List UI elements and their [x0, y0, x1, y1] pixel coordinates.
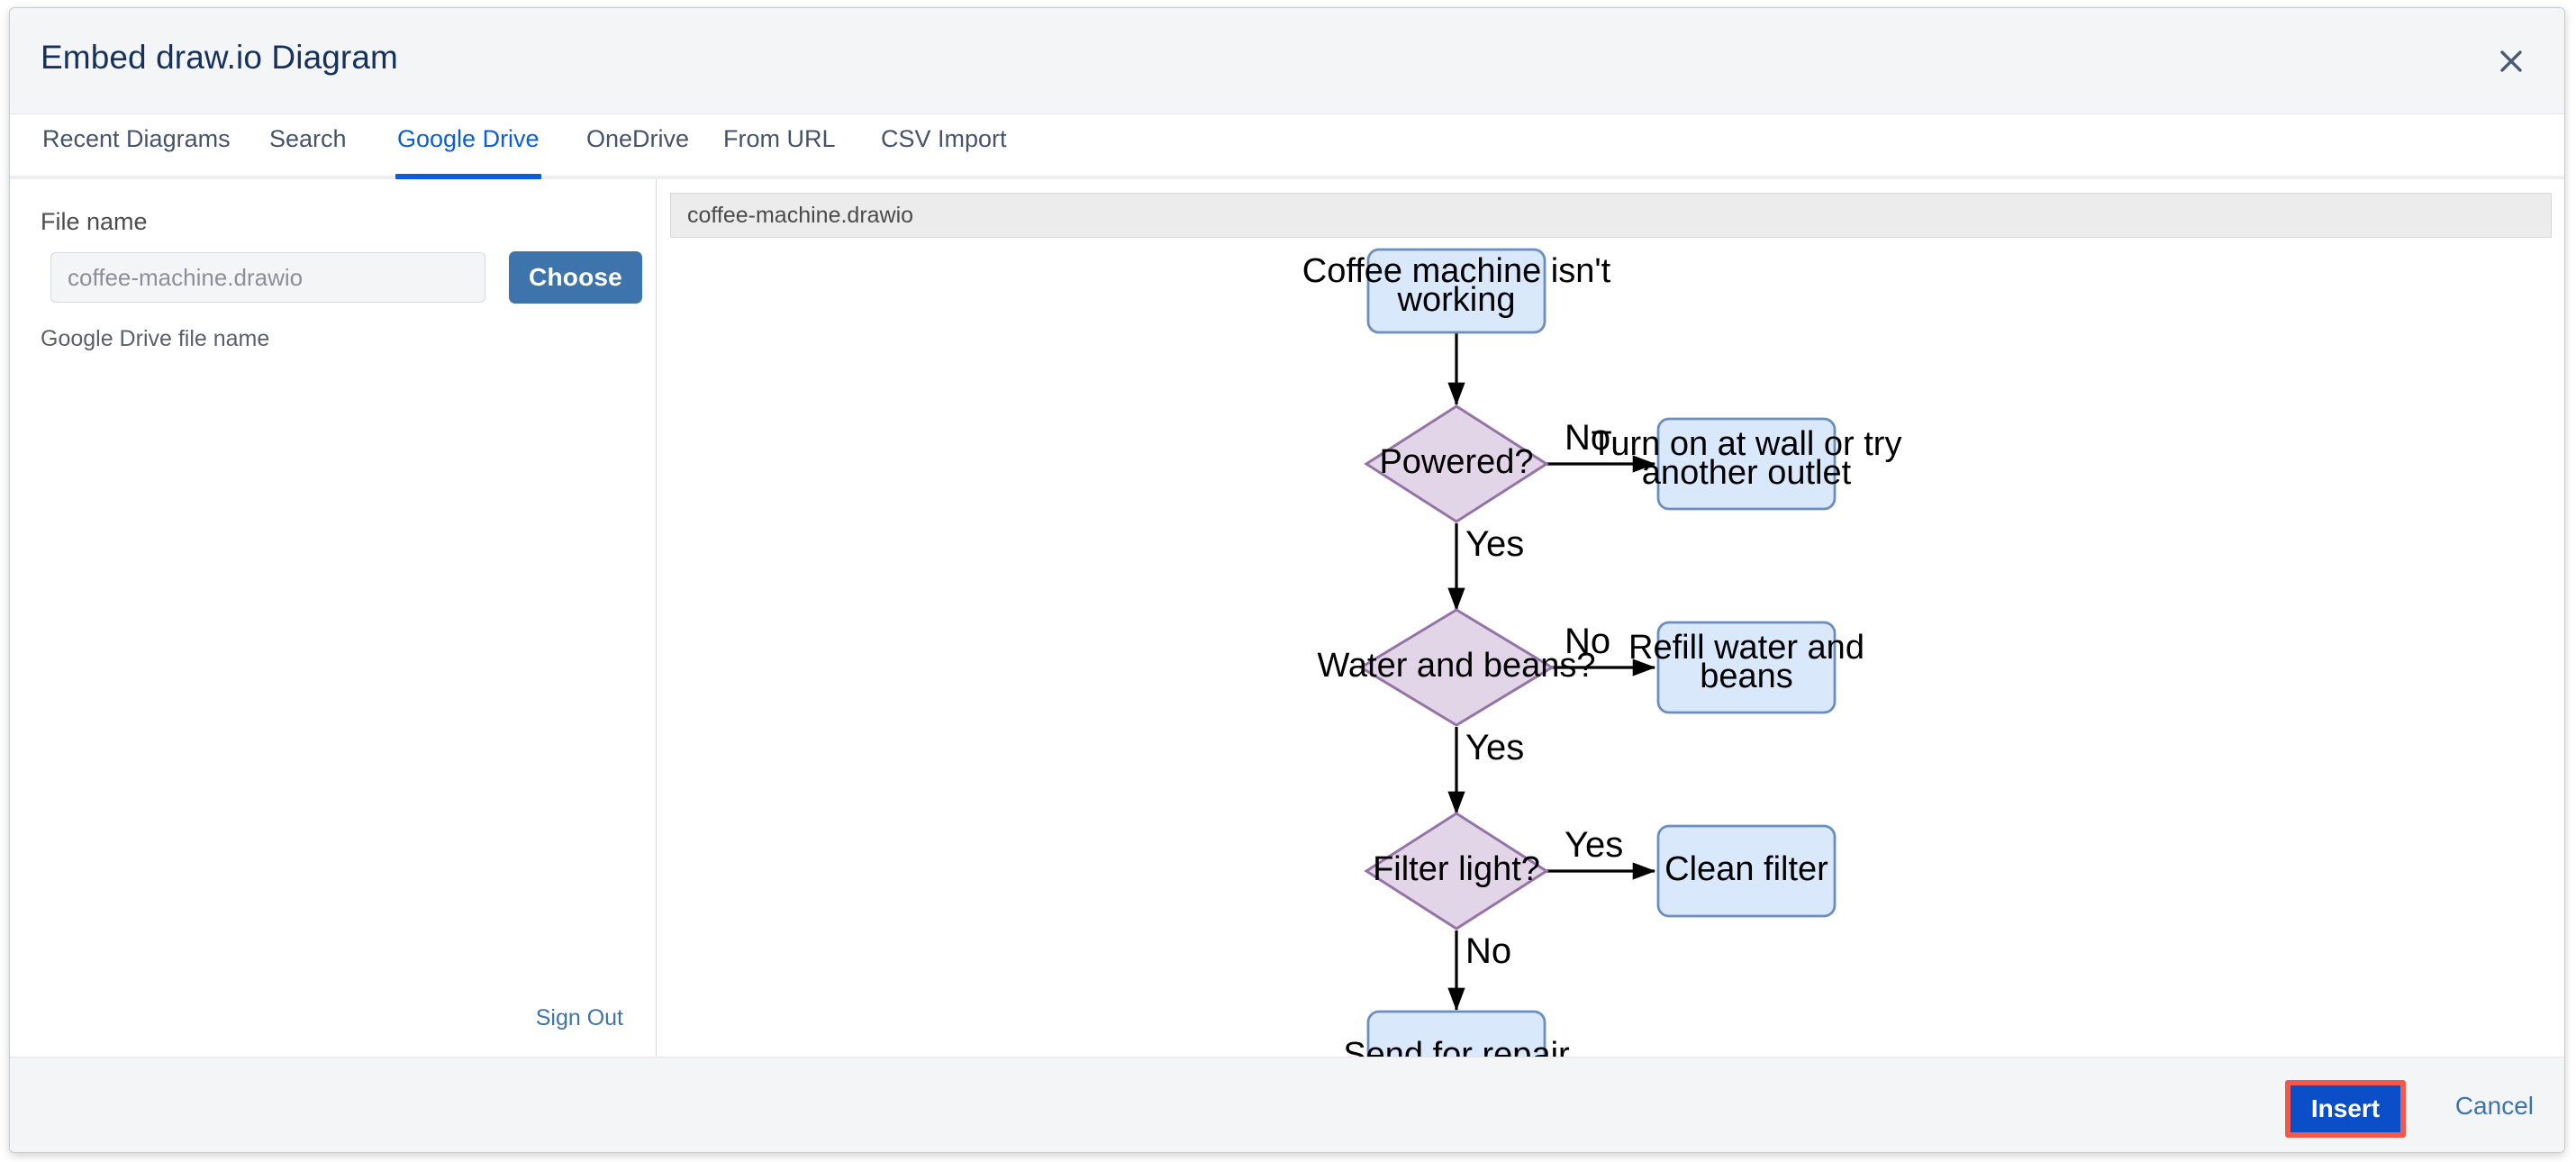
node-start-line-1: Coffee machine isn't [1302, 252, 1611, 290]
tab-from-url[interactable]: From URL [723, 125, 836, 152]
node-refill-line-1: Refill water and [1628, 629, 1864, 667]
file-name-hint: Google Drive file name [41, 326, 270, 351]
node-filter-light[interactable]: Filter light? [1364, 812, 1549, 931]
edge-powered-to-water: Yes [1447, 523, 1524, 612]
tab-google-drive[interactable]: Google Drive [395, 125, 541, 179]
cancel-link[interactable]: Cancel [2454, 1092, 2534, 1120]
insert-button-highlight: Insert [2285, 1080, 2406, 1138]
node-refill-line-2: beans [1700, 658, 1793, 695]
close-icon [2498, 48, 2525, 75]
insert-button[interactable]: Insert [2290, 1085, 2400, 1132]
dialog-title: Embed draw.io Diagram [41, 39, 398, 76]
edge-label-no-3: No [1465, 931, 1511, 971]
edge-water-to-filter: Yes [1447, 727, 1524, 815]
file-name-input[interactable] [50, 252, 485, 303]
node-powered[interactable]: Powered? [1364, 404, 1549, 523]
sign-out-link[interactable]: Sign Out [535, 1005, 623, 1030]
node-power-fix-line-2: another outlet [1642, 454, 1852, 492]
node-repair-label: Send for repair [1343, 1036, 1570, 1057]
node-powered-label: Powered? [1379, 443, 1533, 481]
dialog-footer: Insert Cancel [10, 1057, 2564, 1152]
edge-powered-to-power-fix: No [1547, 418, 1656, 473]
tab-csv-import[interactable]: CSV Import [881, 125, 1007, 152]
node-power-fix[interactable]: Turn on at wall or try another outlet [1592, 417, 1902, 511]
tab-search[interactable]: Search [269, 125, 347, 152]
left-panel: File name Choose Google Drive file name … [10, 179, 657, 1057]
node-power-fix-line-1: Turn on at wall or try [1592, 425, 1902, 463]
edge-label-yes-2: Yes [1465, 728, 1524, 767]
node-clean-filter-label: Clean filter [1664, 850, 1828, 888]
close-button[interactable] [2485, 35, 2537, 87]
edge-label-yes-1: Yes [1465, 524, 1524, 564]
node-filter-label: Filter light? [1373, 850, 1540, 888]
flowchart-svg: No Yes No Yes Yes [1302, 248, 1902, 1057]
dialog-header: Embed draw.io Diagram [10, 8, 2564, 114]
node-start[interactable]: Coffee machine isn't working [1302, 248, 1611, 334]
node-clean-filter[interactable]: Clean filter [1656, 824, 1837, 918]
preview-panel: coffee-machine.drawio No [657, 179, 2564, 1057]
tab-recent-diagrams[interactable]: Recent Diagrams [42, 125, 231, 152]
tab-bar-underline [10, 176, 2564, 179]
edge-label-no-2: No [1565, 622, 1610, 661]
choose-button[interactable]: Choose [509, 251, 642, 304]
tab-onedrive[interactable]: OneDrive [586, 125, 690, 152]
diagram-canvas[interactable]: No Yes No Yes Yes [657, 239, 2564, 1057]
preview-file-name-bar: coffee-machine.drawio [670, 193, 2552, 238]
node-water-label: Water and beans? [1317, 647, 1595, 685]
tab-bar: Recent Diagrams Search Google Drive OneD… [10, 114, 2564, 179]
node-start-line-2: working [1397, 281, 1516, 319]
edge-label-yes-3: Yes [1565, 825, 1623, 865]
edge-water-to-refill: No [1547, 622, 1656, 676]
node-refill[interactable]: Refill water and beans [1628, 621, 1864, 714]
edge-filter-to-repair: No [1447, 931, 1511, 1012]
node-water-and-beans[interactable]: Water and beans? [1317, 608, 1596, 727]
edge-label-no-1: No [1565, 418, 1610, 458]
node-send-for-repair[interactable]: Send for repair [1343, 1010, 1570, 1057]
embed-drawio-dialog: Embed draw.io Diagram Recent Diagrams Se… [9, 7, 2565, 1153]
edge-filter-to-clean: Yes [1547, 825, 1656, 880]
file-name-label: File name [41, 208, 148, 235]
